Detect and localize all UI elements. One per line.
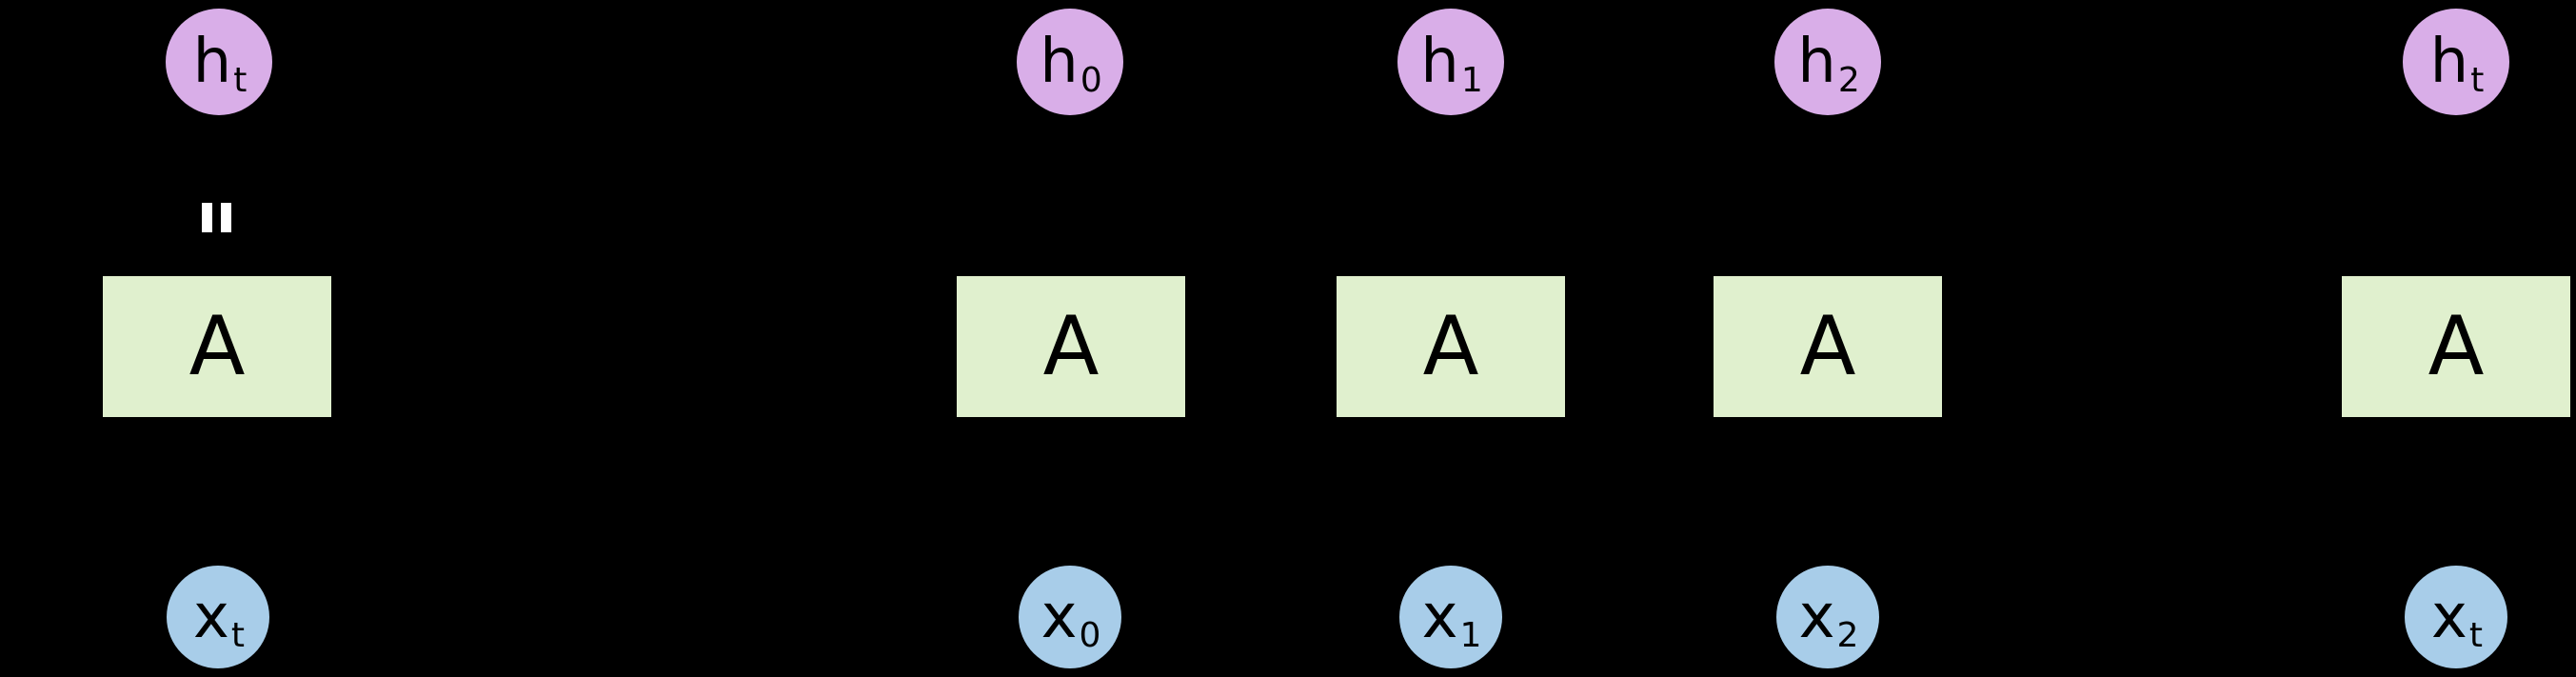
input-subscript: 0 <box>1079 616 1101 655</box>
cell-node-a-rolled[interactable]: A <box>103 276 331 417</box>
state-base-letter: h <box>1797 27 1836 97</box>
state-subscript: 0 <box>1080 61 1102 100</box>
cell-node-a-step2[interactable]: A <box>1714 276 1942 417</box>
cell-node-a-step0[interactable]: A <box>957 276 1185 417</box>
state-subscript: 2 <box>1837 61 1860 100</box>
cell-label: A <box>1799 299 1856 394</box>
input-base-letter: x <box>1421 582 1458 652</box>
state-subscript: t <box>2470 61 2485 100</box>
cell-label: A <box>1042 299 1100 394</box>
input-base-letter: x <box>2431 582 2467 652</box>
equals-bar-left <box>202 203 212 232</box>
equals-bar-right <box>221 203 231 232</box>
state-subscript: t <box>233 61 248 100</box>
input-base-letter: x <box>193 582 229 652</box>
input-subscript: t <box>230 616 245 655</box>
cell-node-a-stept[interactable]: A <box>2342 276 2570 417</box>
input-base-letter: x <box>1798 582 1835 652</box>
input-subscript: 1 <box>1459 616 1482 655</box>
cell-label: A <box>1422 299 1479 394</box>
state-base-letter: h <box>192 27 232 97</box>
cell-node-a-step1[interactable]: A <box>1337 276 1565 417</box>
input-base-letter: x <box>1040 582 1078 652</box>
state-base-letter: h <box>2429 27 2469 97</box>
state-base-letter: h <box>1040 27 1079 97</box>
input-subscript: 2 <box>1836 616 1859 655</box>
state-subscript: 1 <box>1460 61 1483 100</box>
equals-sign-icon <box>202 203 231 232</box>
cell-label: A <box>2427 299 2485 394</box>
cell-label: A <box>188 299 246 394</box>
state-base-letter: h <box>1420 27 1459 97</box>
input-subscript: t <box>2468 616 2483 655</box>
